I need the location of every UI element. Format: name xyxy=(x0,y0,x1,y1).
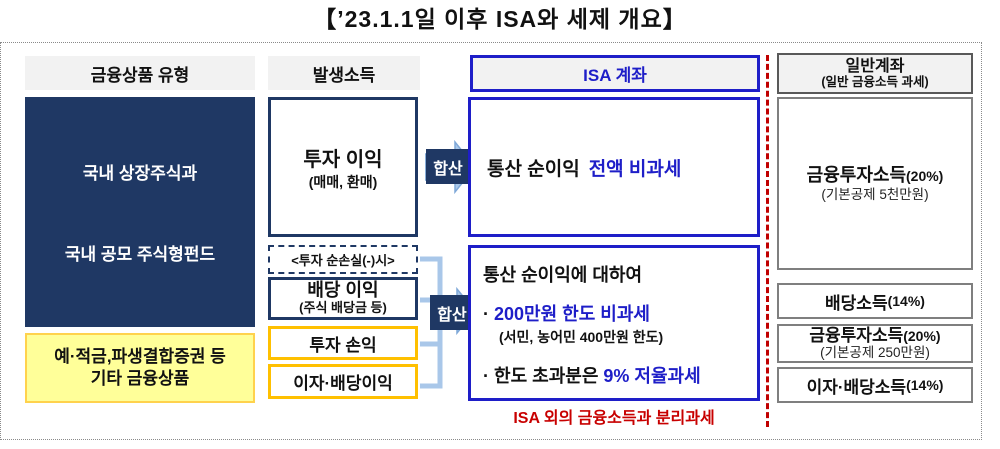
interest-dividend-income-label: 이자·배당소득 xyxy=(806,377,907,397)
bullet: · xyxy=(483,304,489,324)
interest-dividend-income-rate: (14%) xyxy=(906,377,944,393)
column-header-general-account: 일반계좌 (일반 금융소득 과세) xyxy=(777,53,973,94)
other-products-line2: 기타 금융상품 xyxy=(90,369,190,388)
isa-box-full-exemption: 통산 순이익 전액 비과세 xyxy=(468,97,760,237)
dividend-profit-label: 배당 이익 xyxy=(307,280,379,301)
product-box-domestic-stocks: 국내 상장주식과 국내 공모 주식형펀드 xyxy=(25,97,255,327)
general-box-financial-investment-income: 금융투자소득(20%) (기본공제 5천만원) xyxy=(777,97,973,270)
column-header-product-type: 금융상품 유형 xyxy=(25,56,255,90)
isa-full-exemption-label: 전액 비과세 xyxy=(588,158,682,180)
isa-excess-item: · 한도 초과분은 9% 저율과세 xyxy=(483,362,745,388)
general-box-financial-investment-income-2: 금융투자소득(20%) (기본공제 250만원) xyxy=(777,324,973,363)
bullet: · xyxy=(483,366,489,386)
income-box-net-loss-note: <투자 순손실(-)시> xyxy=(268,245,418,274)
other-products-line1: 예·적금,파생결합증권 등 xyxy=(54,346,226,366)
general-account-subtitle: (일반 금융소득 과세) xyxy=(821,75,929,90)
isa-limits-title: 통산 순이익에 대하여 xyxy=(483,265,643,285)
investment-profit-label: 투자 이익 xyxy=(303,148,383,171)
fin-invest-income-rate: (20%) xyxy=(906,167,944,184)
dividend-profit-sub: (주식 배당금 등) xyxy=(299,300,387,316)
investment-profit-sub: (매매, 환매) xyxy=(308,173,378,190)
general-box-dividend-income: 배당소득(14%) xyxy=(777,283,973,319)
income-box-dividend-profit: 배당 이익 (주식 배당금 등) xyxy=(268,277,418,320)
general-box-interest-dividend-income: 이자·배당소득(14%) xyxy=(777,367,973,403)
isa-net-profit-label: 통산 순이익 xyxy=(487,158,580,180)
income-box-investment-profit: 투자 이익 (매매, 환매) xyxy=(268,97,418,237)
dividend-income-rate: (14%) xyxy=(887,293,925,309)
fin-invest-income2-deduction: (기본공제 250만원) xyxy=(820,344,930,360)
dividend-income-label: 배당소득 xyxy=(825,293,888,313)
column-header-income: 발생소득 xyxy=(268,56,420,90)
isa-box-limits: 통산 순이익에 대하여 · 200만원 한도 비과세 (서민, 농어민 400만… xyxy=(468,245,760,401)
isa-excess-rate: 9% 저율과세 xyxy=(603,366,701,386)
isa-limit-sub: (서민, 농어민 400만원 한도) xyxy=(499,329,664,345)
fin-invest-income-label: 금융투자소득 xyxy=(806,164,906,185)
isa-limit-item: · 200만원 한도 비과세 xyxy=(483,300,745,326)
domestic-stocks-line1: 국내 상장주식과 xyxy=(82,164,198,183)
column-header-isa-account: ISA 계좌 xyxy=(470,55,760,92)
fin-invest-income2-label: 금융투자소득 xyxy=(809,326,904,346)
fin-invest-income2-rate: (20%) xyxy=(903,328,941,345)
diagram-frame xyxy=(0,42,982,440)
fin-invest-income-deduction: (기본공제 5천만원) xyxy=(821,186,929,202)
general-account-title: 일반계좌 xyxy=(845,57,905,75)
isa-separate-taxation-note: ISA 외의 금융소득과 분리과세 xyxy=(513,410,715,427)
income-box-investment-pl: 투자 손익 xyxy=(268,326,418,360)
domestic-stocks-line2: 국내 공모 주식형펀드 xyxy=(64,245,216,264)
separator-dashed-line xyxy=(766,55,769,427)
income-box-interest-dividend: 이자·배당이익 xyxy=(268,364,418,399)
isa-excess-label: 한도 초과분은 xyxy=(494,366,599,386)
merge-badge-bottom: 합산 xyxy=(430,295,474,330)
merge-badge-top: 합산 xyxy=(426,149,470,184)
isa-limit-exemption: 200만원 한도 비과세 xyxy=(494,304,650,324)
product-box-other-products: 예·적금,파생결합증권 등 기타 금융상품 xyxy=(25,333,255,403)
diagram-title: 【’23.1.1일 이후 ISA와 세제 개요】 xyxy=(313,6,687,32)
